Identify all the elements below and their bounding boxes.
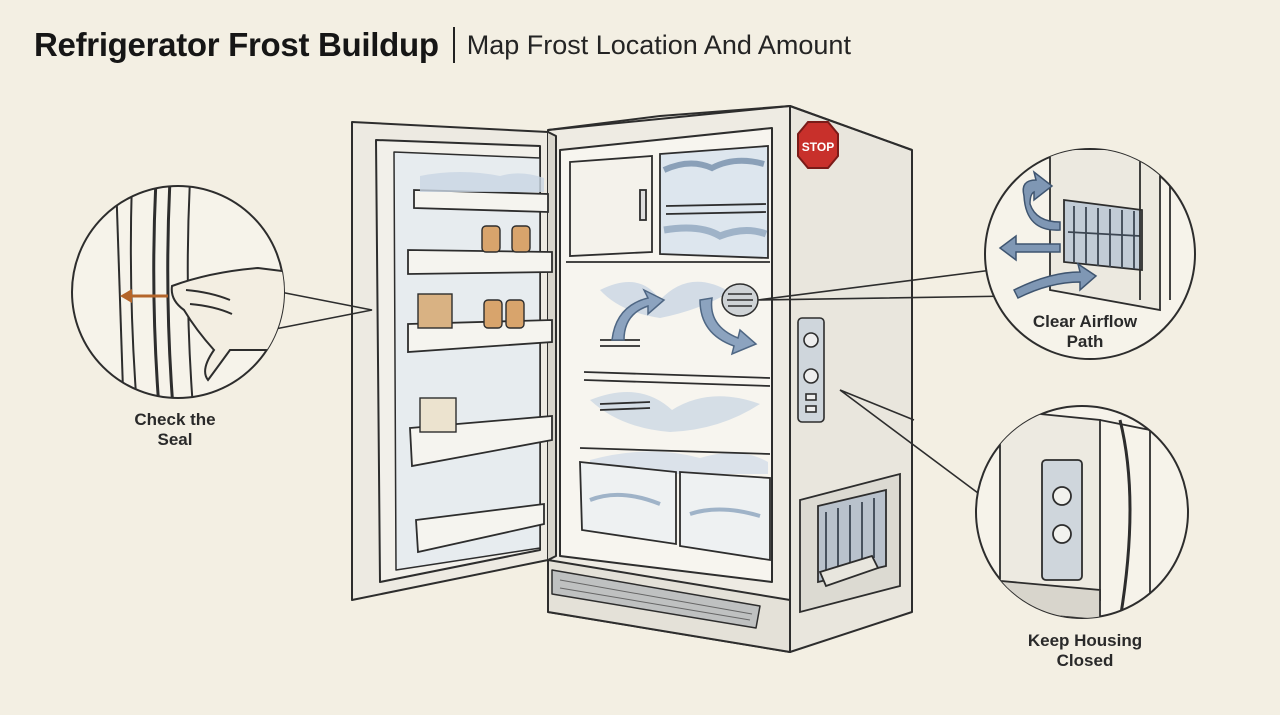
control-panel xyxy=(797,317,825,423)
housing-callout xyxy=(975,405,1189,619)
seal-label-line1: Check the xyxy=(134,410,216,429)
freezer-compartment xyxy=(566,145,770,263)
crisper-drawers xyxy=(579,460,771,562)
stop-sign: STOP xyxy=(797,121,839,169)
airflow-label-line1: Clear Airflow xyxy=(1032,312,1138,331)
airflow-callout-label: Clear Airflow Path xyxy=(1010,312,1160,352)
housing-label-line2: Closed xyxy=(1056,651,1114,670)
airflow-label-line2: Path xyxy=(1066,332,1104,351)
airflow-callout xyxy=(984,148,1196,360)
title-divider xyxy=(452,27,455,63)
airflow-arrows-icon xyxy=(998,170,1098,300)
page-header: Refrigerator Frost Buildup Map Frost Loc… xyxy=(34,26,851,64)
condenser-housing xyxy=(799,472,901,614)
airflow-arrow-icon xyxy=(611,288,758,356)
stop-sign-text: STOP xyxy=(802,140,834,154)
seal-pull-arrow-icon xyxy=(120,289,168,303)
page-title: Refrigerator Frost Buildup xyxy=(34,26,439,63)
seal-callout-label: Check the Seal xyxy=(110,410,240,450)
callout-leaders xyxy=(269,267,1015,497)
seal-callout xyxy=(71,185,285,399)
housing-label-line1: Keep Housing xyxy=(1027,631,1143,650)
page-subtitle: Map Frost Location And Amount xyxy=(466,29,851,60)
door-frost xyxy=(420,172,544,192)
seal-label-line2: Seal xyxy=(157,430,193,449)
vent-icon xyxy=(721,283,759,317)
housing-callout-label: Keep Housing Closed xyxy=(1010,631,1160,671)
fridge-shelves xyxy=(579,339,771,455)
door-items xyxy=(417,225,531,433)
